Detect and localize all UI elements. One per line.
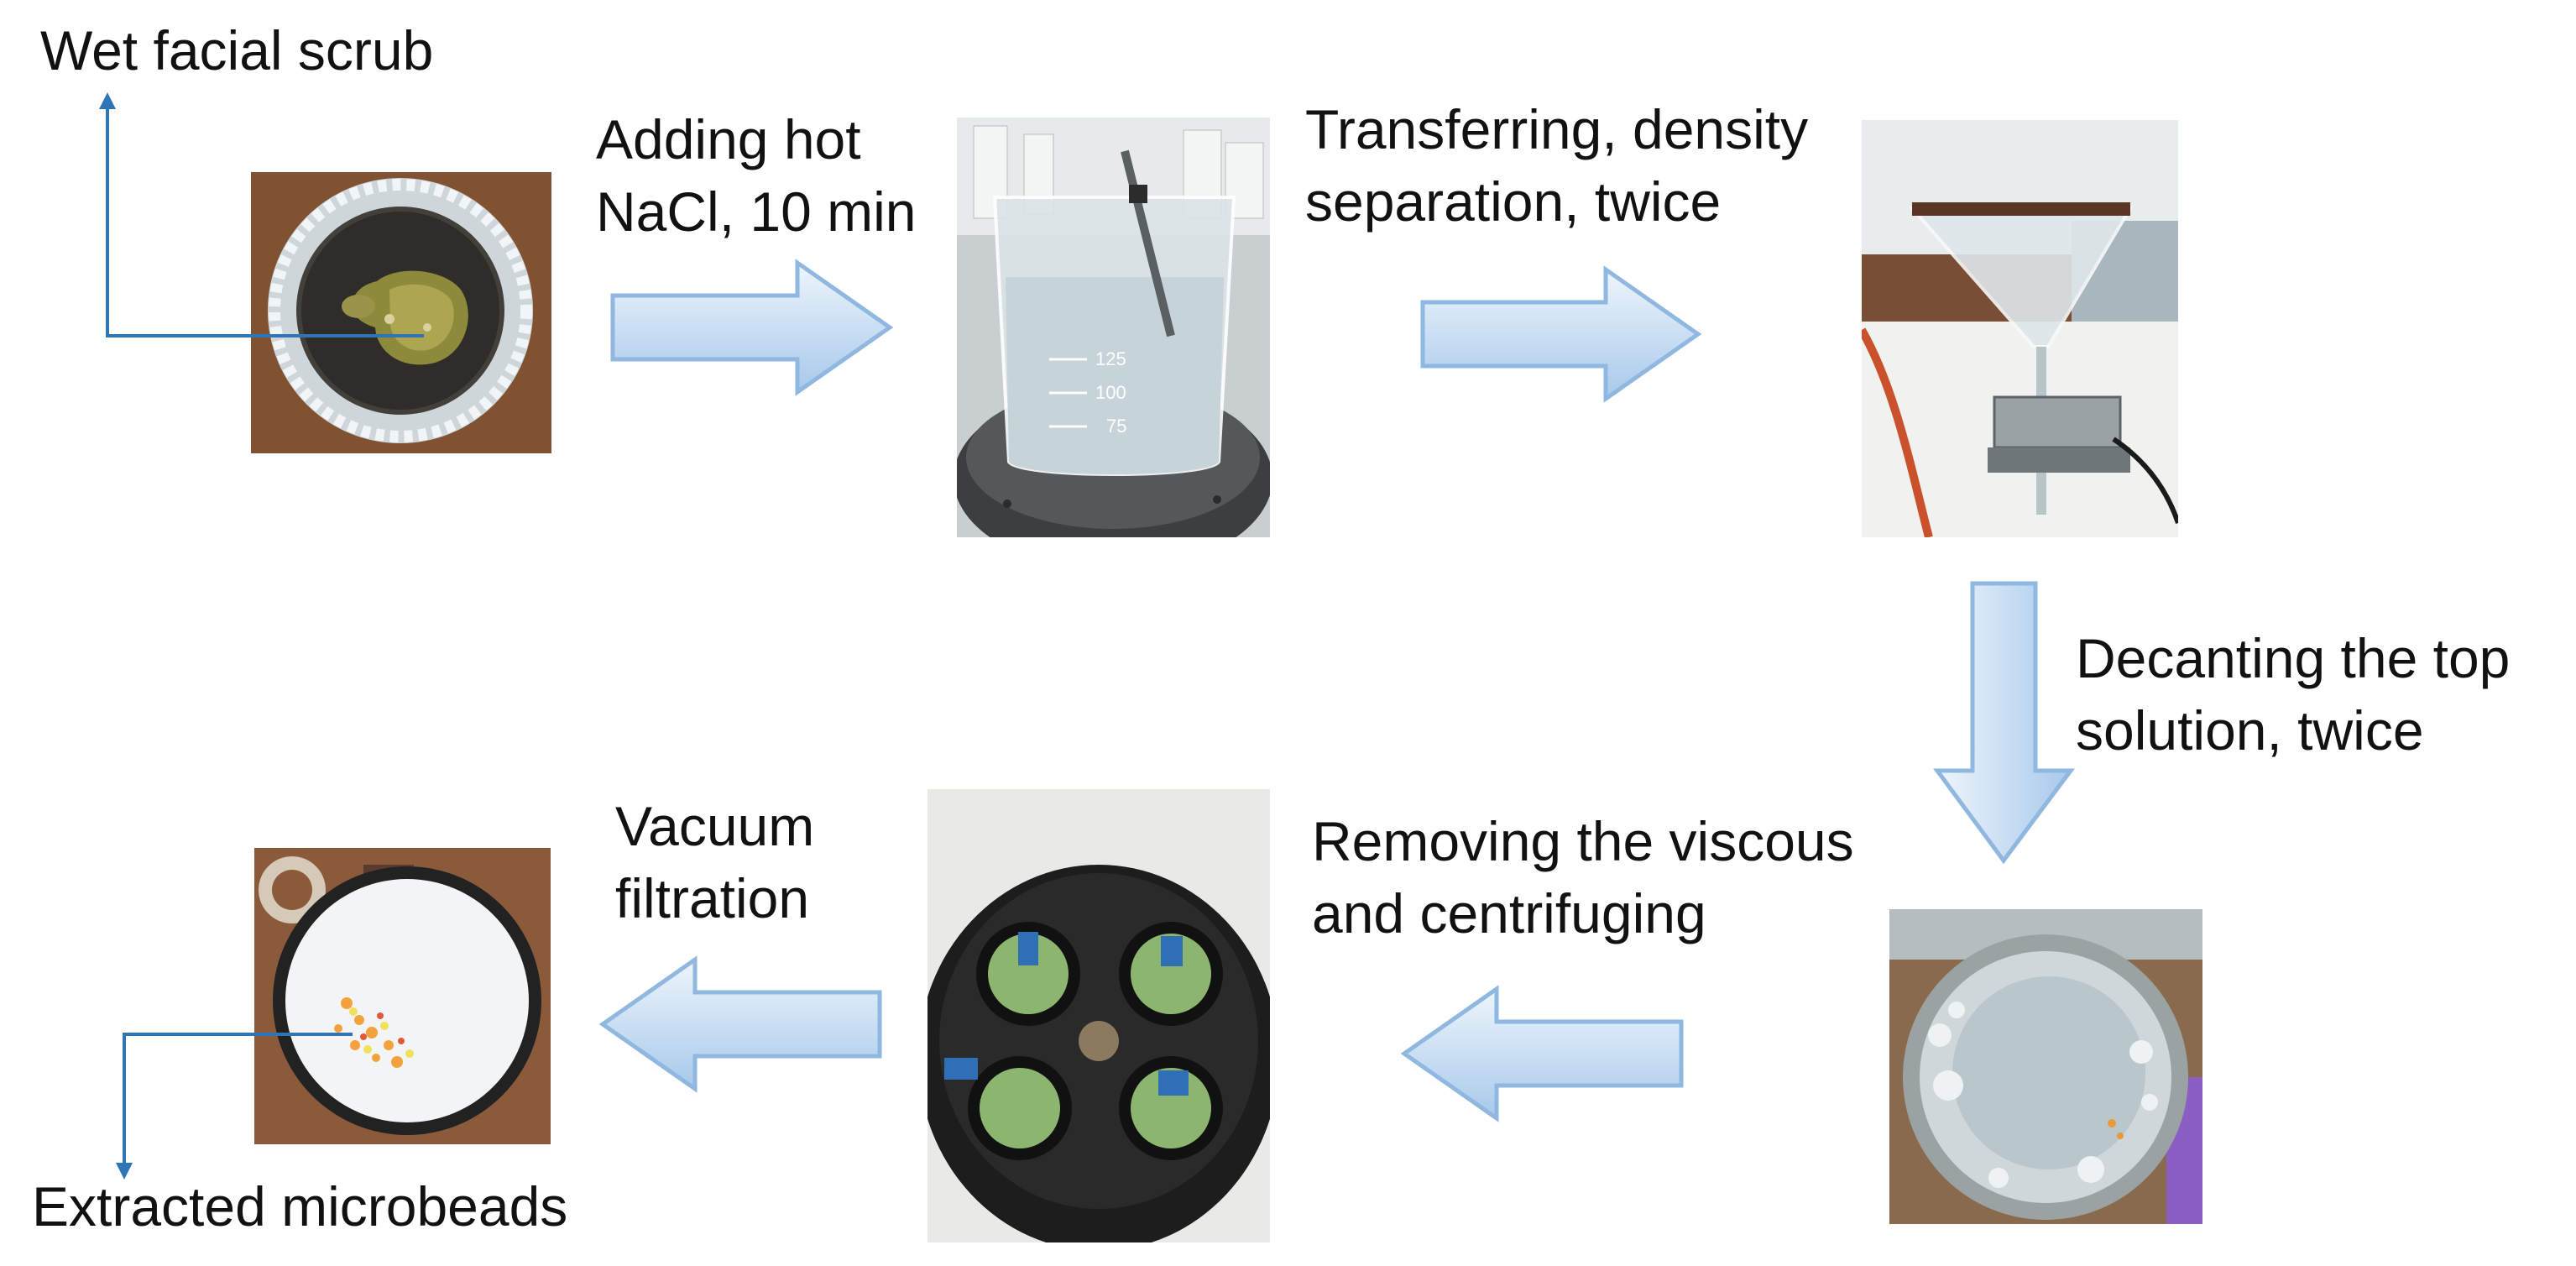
step-decanting-line2: solution, twice xyxy=(2076,698,2424,761)
arrow-step5-left xyxy=(598,955,882,1093)
step-adding-hot-nacl-line1: Adding hot xyxy=(596,108,861,170)
step-vacuum-filtration-line1: Vacuum xyxy=(615,795,815,857)
step-transferring-line2: separation, twice xyxy=(1305,170,1722,233)
extracted-microbeads-label: Extracted microbeads xyxy=(32,1175,568,1237)
step-adding-hot-nacl-label: Adding hot NaCl, 10 min xyxy=(596,104,916,248)
arrow-step3-down xyxy=(1933,581,2075,865)
step-transferring-line1: Transferring, density xyxy=(1305,98,1809,160)
step-decanting-label: Decanting the top solution, twice xyxy=(2076,623,2510,767)
beaker-hot-nacl-photo: 125 100 75 xyxy=(957,118,1270,537)
separating-funnel-photo xyxy=(1862,120,2178,537)
wet-facial-scrub-label: Wet facial scrub xyxy=(40,19,434,81)
decanted-solution-dish-photo xyxy=(1889,909,2202,1224)
svg-text:100: 100 xyxy=(1095,382,1126,403)
vacuum-filter-microbeads-photo xyxy=(254,848,551,1144)
step-removing-line1: Removing the viscous xyxy=(1312,810,1854,872)
step-removing-label: Removing the viscous and centrifuging xyxy=(1312,806,1854,950)
svg-text:125: 125 xyxy=(1095,348,1126,369)
facial-scrub-dish-photo xyxy=(251,172,551,453)
step-adding-hot-nacl-line2: NaCl, 10 min xyxy=(596,180,917,243)
svg-text:75: 75 xyxy=(1106,416,1126,437)
arrow-step2-right xyxy=(1420,265,1702,403)
centrifuge-rotor-photo xyxy=(927,789,1270,1242)
arrow-step1-right xyxy=(610,259,894,396)
step-transferring-label: Transferring, density separation, twice xyxy=(1305,94,1808,238)
arrow-step4-left xyxy=(1400,985,1684,1122)
step-removing-line2: and centrifuging xyxy=(1312,881,1706,944)
step-vacuum-filtration-label: Vacuum filtration xyxy=(615,791,814,935)
step-decanting-line1: Decanting the top xyxy=(2076,627,2511,689)
step-vacuum-filtration-line2: filtration xyxy=(615,866,810,929)
